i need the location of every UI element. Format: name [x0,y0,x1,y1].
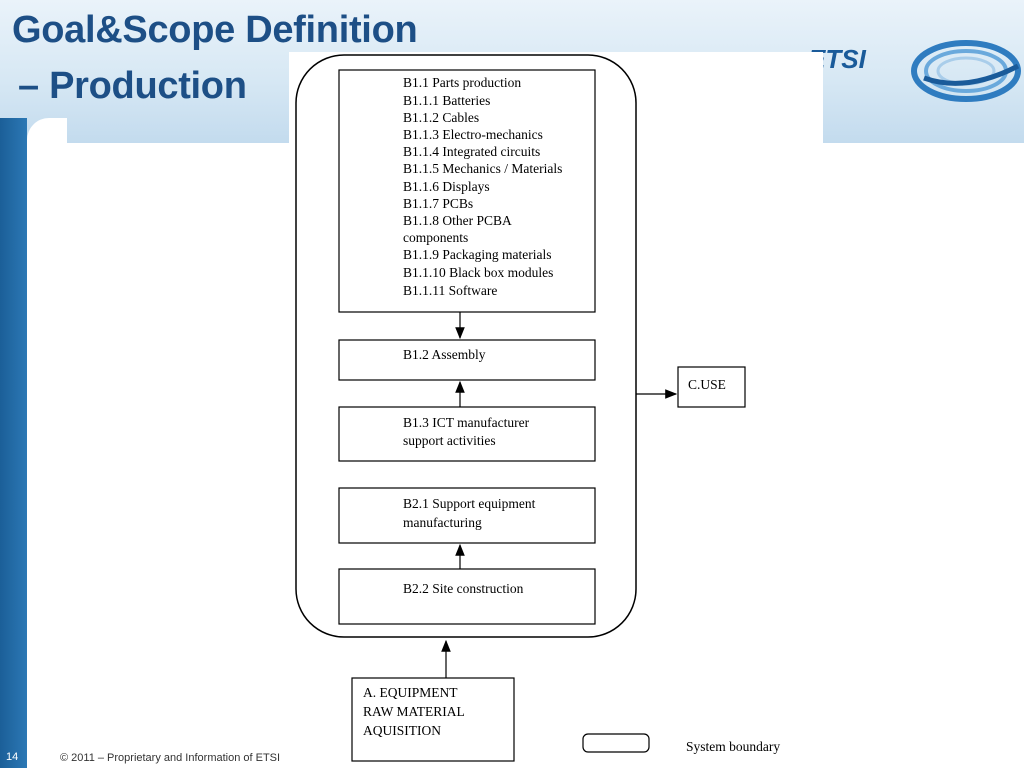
title-line-1: Goal&Scope Definition [12,9,418,51]
title-line-2: – Production [18,65,247,107]
diagram-background [289,52,823,768]
page-number: 14 [6,751,19,763]
etsi-logo-arc [923,63,1020,86]
copyright-notice: © 2011 – Proprietary and Information of … [60,752,281,764]
etsi-logo: ETSI [808,40,1021,102]
left-accent-bar [0,118,27,768]
slide-title: Goal&Scope Definition – Production [12,2,418,114]
